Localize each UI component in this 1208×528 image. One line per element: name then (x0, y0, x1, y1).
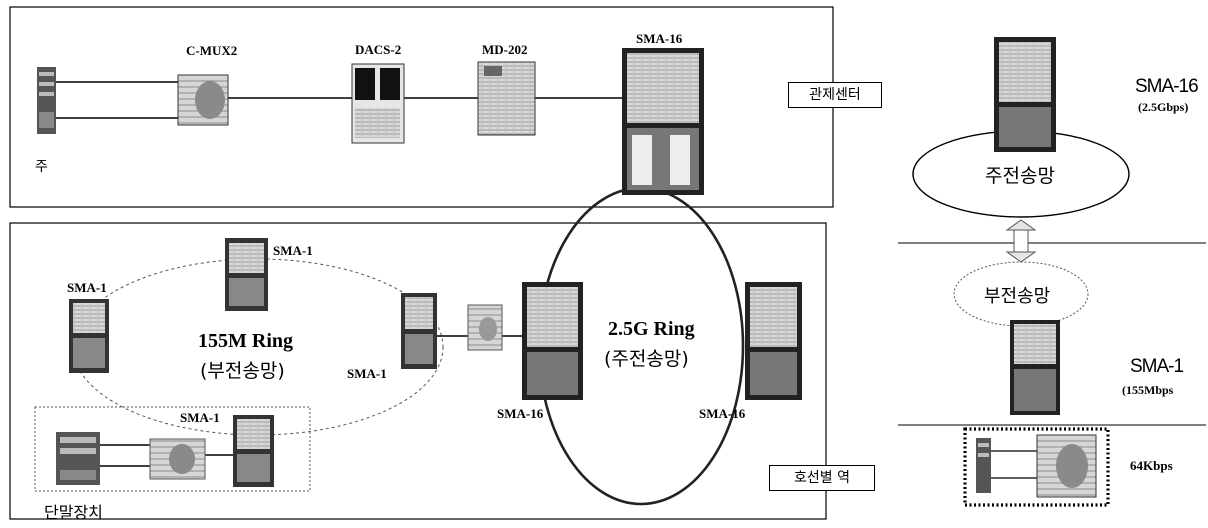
sma-1-left-label: SMA-1 (67, 280, 107, 296)
legend-sma-1-rate: (155Mbps (1122, 383, 1173, 398)
sma-16-left-device-icon (522, 282, 583, 400)
sma-16-right-device-icon (745, 282, 802, 400)
sma-1-mid-label: SMA-1 (347, 366, 387, 382)
sma-1-top-label: SMA-1 (273, 243, 313, 259)
legend-64k-mux-icon (1037, 435, 1096, 497)
ring-2-5g-title: 2.5G Ring (608, 318, 695, 341)
sma-16-top-label: SMA-16 (636, 31, 682, 47)
sma-16-right-label: SMA-16 (699, 406, 745, 422)
legend-sub-net-label: 부전송망 (984, 282, 1050, 308)
sma-1-top-device-icon (225, 238, 268, 311)
station-area-box (10, 223, 826, 519)
legend-sma-16-label: SMA-16 (1135, 76, 1198, 98)
terminal-computer-icon (56, 432, 100, 485)
main-computer-icon (37, 67, 56, 134)
ring-155m-subtitle: (부전송망) (200, 356, 285, 383)
sma-1-bottom-device-icon (233, 415, 274, 487)
legend-arrow (1007, 220, 1035, 262)
legend-64k-terminal-icon (976, 438, 991, 493)
c-mux2-device-icon (178, 75, 228, 125)
legend-sma-1-device-icon (1010, 320, 1060, 415)
legend-64k-links (991, 451, 1037, 478)
md-202-label: MD-202 (482, 42, 528, 58)
small-mux-device-icon (468, 305, 502, 350)
sma-1-bottom-label: SMA-1 (180, 410, 220, 426)
dacs-2-label: DACS-2 (355, 42, 401, 58)
legend-sma-16-rate: (2.5Gbps) (1138, 100, 1188, 115)
sma-16-left-label: SMA-16 (497, 406, 543, 422)
sma-1-left-device-icon (69, 299, 109, 373)
top-links (56, 82, 622, 118)
terminal-mux-icon (150, 439, 205, 479)
legend-main-net-label: 주전송망 (985, 161, 1055, 188)
dacs-2-device-icon (352, 64, 404, 143)
station-area-label: 호선별 역 (769, 465, 875, 491)
sma-1-mid-device-icon (401, 293, 437, 369)
terminal-label: 단말장치 (44, 499, 103, 523)
control-center-box (10, 7, 833, 207)
md-202-device-icon (478, 62, 535, 135)
ring-2-5g-subtitle: (주전송망) (604, 344, 689, 371)
ring-155m-title: 155M Ring (198, 330, 293, 353)
sma-16-top-device-icon (622, 48, 704, 195)
c-mux2-label: C-MUX2 (186, 43, 237, 59)
legend-sma-16-device-icon (994, 37, 1056, 152)
control-center-label: 관제센터 (788, 82, 882, 108)
legend-64kbps-label: 64Kbps (1130, 458, 1173, 474)
legend-sma-1-label: SMA-1 (1130, 356, 1183, 378)
main-label: 주 (35, 156, 48, 176)
